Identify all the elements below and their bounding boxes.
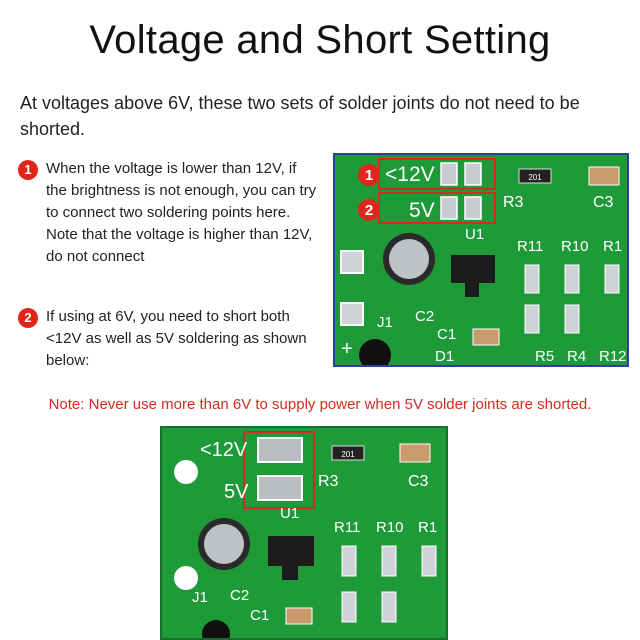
label-j1: J1: [377, 314, 393, 331]
step-1: 1 When the voltage is lower than 12V, if…: [18, 158, 318, 268]
label-c3: C3: [593, 194, 614, 211]
label-c3: C3: [408, 473, 429, 490]
label-r11: R11: [517, 238, 543, 255]
label-r12: R12: [599, 348, 627, 365]
pcb-illustration: 1 2 <12V 5V U1 R3 C3 R11 R10 R1 J1 C2 C1…: [335, 155, 627, 365]
label-j1: J1: [192, 589, 208, 606]
pcb-photo-jumpers-shorted: <12V 5V U1 R3 C3 R11 R10 R1 J1 C2 C1 201: [160, 426, 448, 640]
pcb-illustration: <12V 5V U1 R3 C3 R11 R10 R1 J1 C2 C1 201: [162, 428, 446, 638]
label-c2: C2: [415, 308, 434, 325]
label-r5: R5: [535, 348, 554, 365]
label-d1: D1: [435, 348, 454, 365]
resistor-code: 201: [528, 173, 542, 182]
label-u1: U1: [465, 226, 484, 243]
step-2: 2 If using at 6V, you need to short both…: [18, 306, 318, 372]
label-u1: U1: [280, 505, 299, 522]
label-r3: R3: [318, 473, 339, 490]
intro-text: At voltages above 6V, these two sets of …: [20, 93, 580, 139]
label-r3: R3: [503, 194, 524, 211]
label-c2: C2: [230, 587, 249, 604]
label-r1: R1: [418, 519, 437, 536]
label-r10: R10: [376, 519, 404, 536]
label-r11: R11: [334, 519, 360, 536]
label-r4: R4: [567, 348, 586, 365]
label-c1: C1: [250, 607, 269, 624]
step-number-badge: 1: [18, 160, 38, 180]
step-number-badge: 2: [18, 308, 38, 328]
pcb-photo-jumpers-open: 1 2 <12V 5V U1 R3 C3 R11 R10 R1 J1 C2 C1…: [333, 153, 629, 367]
warning-note: Note: Never use more than 6V to supply p…: [48, 396, 592, 413]
label-5v: 5V: [224, 481, 249, 503]
label-r10: R10: [561, 238, 589, 255]
step-text: When the voltage is lower than 12V, if t…: [46, 160, 317, 265]
label-plus: +: [341, 338, 353, 360]
resistor-code: 201: [341, 450, 355, 459]
step-text: If using at 6V, you need to short both <…: [46, 308, 307, 369]
page-title: Voltage and Short Setting: [89, 18, 551, 62]
label-12v: <12V: [385, 163, 435, 186]
label-5v: 5V: [409, 199, 435, 222]
marker-2: 2: [365, 202, 373, 219]
label-c1: C1: [437, 326, 456, 343]
marker-1: 1: [365, 167, 373, 184]
label-r1: R1: [603, 238, 622, 255]
label-12v: <12V: [200, 439, 248, 461]
